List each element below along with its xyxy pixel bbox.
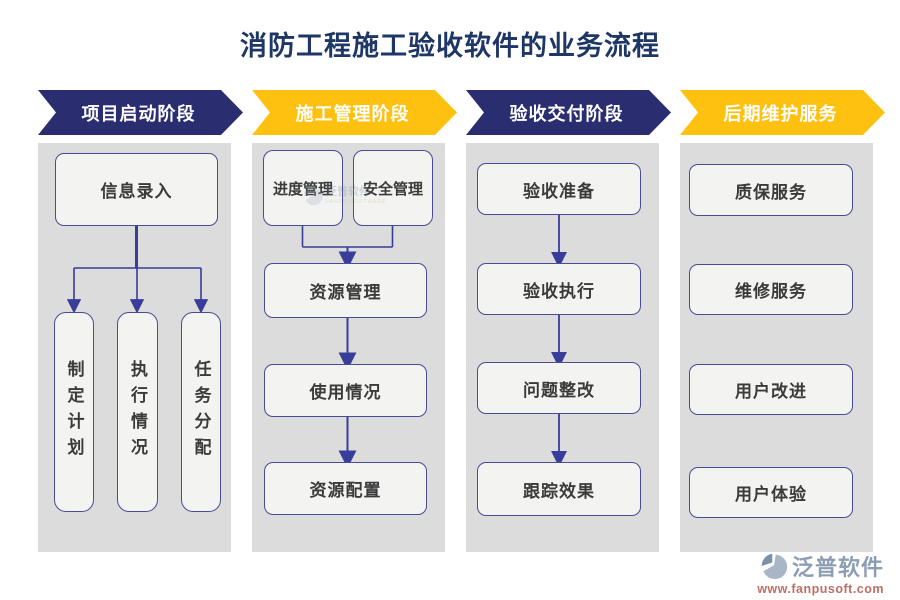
stage-header-construction-management: 施工管理阶段 <box>252 90 457 135</box>
flow-box-resource-allocation: 资源配置 <box>264 462 427 515</box>
flow-box-resource-management: 资源管理 <box>264 263 427 318</box>
flow-box-execution-status: 执行情况 <box>117 312 158 512</box>
flow-box-warranty-service: 质保服务 <box>689 164 853 216</box>
flow-box-acceptance-execution: 验收执行 <box>477 263 641 315</box>
stage-header-maintenance-service: 后期维护服务 <box>680 90 885 135</box>
flow-box-acceptance-preparation: 验收准备 <box>477 163 641 215</box>
flow-box-problem-rectification: 问题整改 <box>477 362 641 414</box>
flow-box-safety-management: 安全管理 <box>353 150 433 226</box>
logo-website-text: www.fanpusoft.com <box>757 582 884 596</box>
flow-box-usage-status: 使用情况 <box>264 364 427 417</box>
flow-box-repair-service: 维修服务 <box>689 264 853 315</box>
flow-box-make-plan: 制定计划 <box>54 312 94 512</box>
flow-box-user-experience: 用户体验 <box>689 467 853 518</box>
flow-box-progress-management: 进度管理 <box>263 150 343 226</box>
flow-box-information-entry: 信息录入 <box>55 153 218 226</box>
logo-brand-text: 泛普软件 <box>791 555 884 580</box>
page-title: 消防工程施工验收软件的业务流程 <box>240 31 660 61</box>
flow-box-tracking-effect: 跟踪效果 <box>477 462 641 516</box>
fanpu-logo-icon <box>761 553 788 580</box>
stage-header-project-start: 项目启动阶段 <box>38 90 243 135</box>
fanpu-logo: 泛普软件 www.fanpusoft.com <box>757 550 884 596</box>
flow-box-user-improvement: 用户改进 <box>689 364 853 415</box>
flow-box-task-assignment: 任务分配 <box>181 312 221 512</box>
stage-header-acceptance-delivery: 验收交付阶段 <box>466 90 671 135</box>
